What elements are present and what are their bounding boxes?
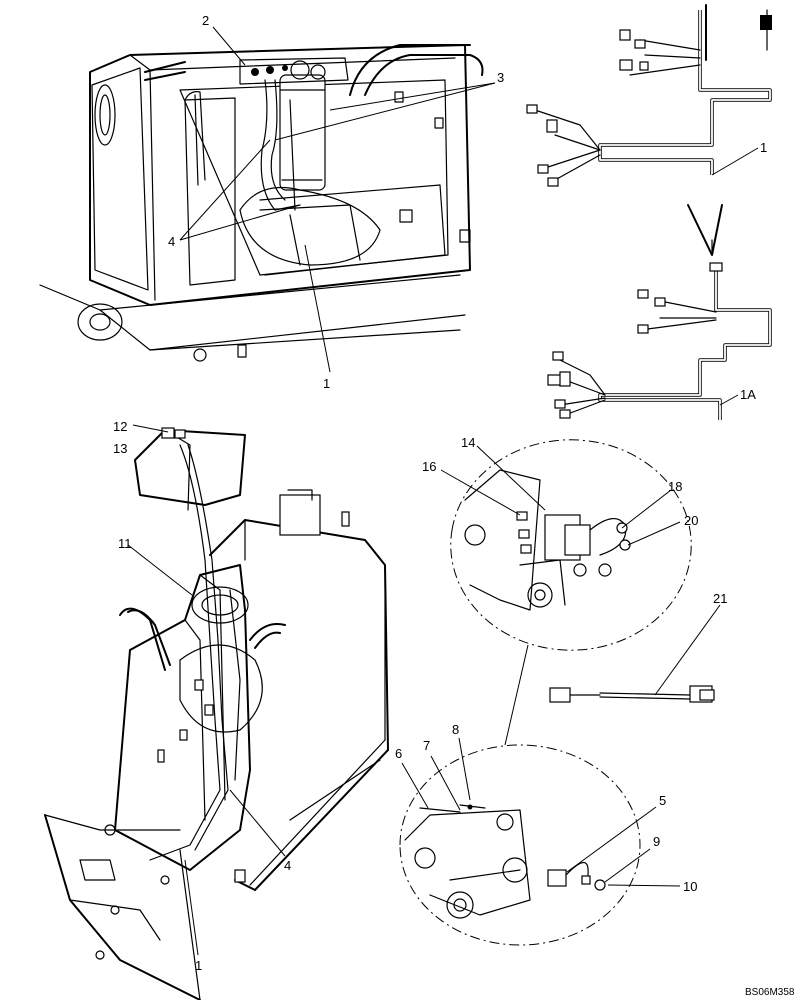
callout-7: 7 xyxy=(423,738,430,753)
callout-8: 8 xyxy=(452,722,459,737)
callout-21: 21 xyxy=(713,591,727,606)
callout-12: 12 xyxy=(113,419,127,434)
callout-14: 14 xyxy=(461,435,475,450)
callout-20: 20 xyxy=(684,513,698,528)
mount-detail-lower xyxy=(399,744,641,946)
callout-9: 9 xyxy=(653,834,660,849)
leader-lines xyxy=(127,26,759,956)
callout-11: 11 xyxy=(118,536,132,551)
bottom-assembly-view xyxy=(44,427,389,1000)
callout-4-bottom: 4 xyxy=(284,858,291,873)
callout-1-bottom: 1 xyxy=(195,958,202,973)
callout-10: 10 xyxy=(683,879,697,894)
callout-1-harness: 1 xyxy=(760,140,767,155)
callout-2: 2 xyxy=(202,13,209,28)
callout-labels: 2 3 4 1 1 1A 12 13 11 14 16 18 20 21 8 6… xyxy=(113,13,795,998)
callout-6: 6 xyxy=(395,746,402,761)
harness-1-detail xyxy=(526,4,772,420)
callout-4-top: 4 xyxy=(168,234,175,249)
callout-16: 16 xyxy=(422,459,436,474)
connector-cable-21 xyxy=(549,685,715,703)
detail-link-line xyxy=(504,644,529,746)
callout-13: 13 xyxy=(113,441,127,456)
callout-5: 5 xyxy=(659,793,666,808)
callout-3: 3 xyxy=(497,70,504,85)
callout-1-top: 1 xyxy=(323,376,330,391)
mount-detail-upper xyxy=(450,439,692,651)
top-assembly-view xyxy=(39,44,484,362)
callout-1A: 1A xyxy=(740,387,756,402)
drawing-code: BS06M358 xyxy=(745,987,795,998)
callout-18: 18 xyxy=(668,479,682,494)
